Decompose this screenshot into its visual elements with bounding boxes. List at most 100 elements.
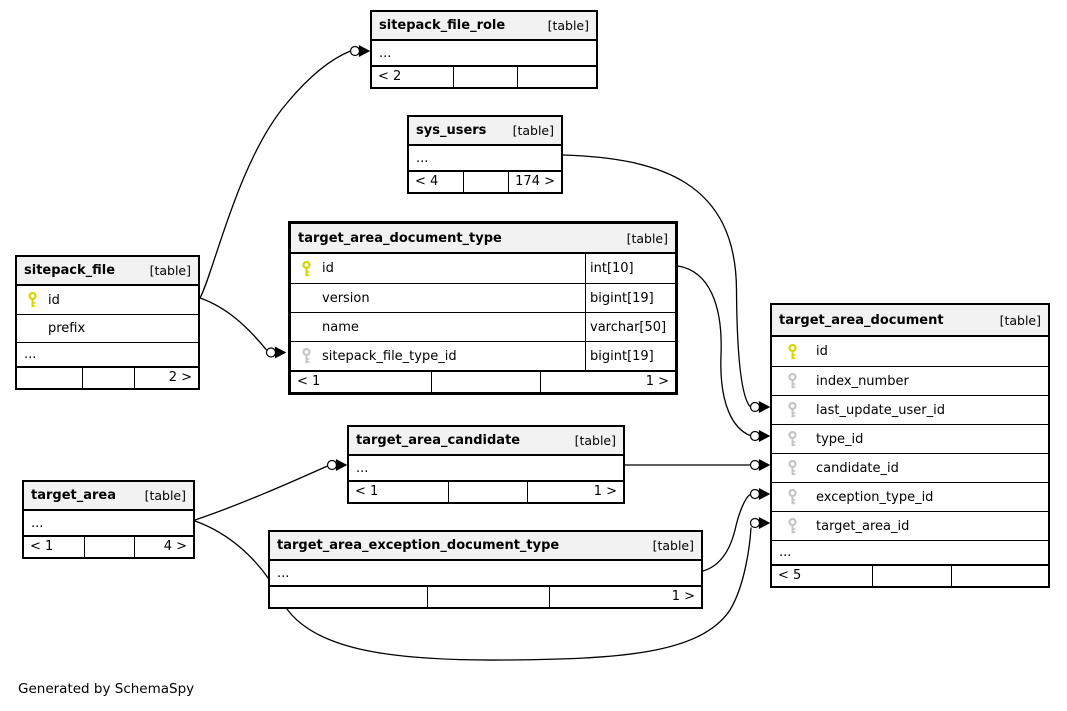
fk-arrow — [758, 517, 771, 529]
column-row-candidate_id: candidate_id — [772, 453, 1048, 482]
ellipsis-row: ... — [356, 460, 369, 476]
column-row-id: id — [772, 337, 1048, 366]
table-title[interactable]: target_area_document_type — [298, 230, 502, 246]
table-header[interactable]: target_area [table] — [24, 482, 193, 511]
fk-circle — [749, 517, 761, 529]
table-title[interactable]: sys_users — [416, 123, 487, 138]
column-row-sitepack_file_type_id: sitepack_file_type_id bigint[19] — [291, 341, 675, 370]
edge-area-to-document — [194, 520, 752, 661]
fk-circle — [749, 488, 761, 500]
table-target_area_exception_document_type[interactable]: target_area_exception_document_type [tab… — [268, 530, 703, 609]
table-sitepack_file[interactable]: sitepack_file [table] id prefix ... 2 > — [15, 255, 200, 390]
table-title[interactable]: target_area_exception_document_type — [277, 538, 560, 553]
column-name: prefix — [48, 321, 86, 336]
fk-circle — [749, 459, 761, 471]
table-target_area_document_type[interactable]: target_area_document_type [table] id int… — [288, 221, 678, 395]
table-sys_users[interactable]: sys_users [table] ... < 4 174 > — [407, 115, 563, 194]
fk-arrow — [335, 459, 348, 471]
column-type: bigint[19] — [585, 284, 675, 312]
column-row-prefix: prefix — [17, 314, 198, 342]
column-name: exception_type_id — [816, 489, 934, 505]
column-row-name: name varchar[50] — [291, 312, 675, 341]
fk-circle — [749, 401, 761, 413]
column-row-target_area_id: target_area_id — [772, 511, 1048, 540]
footer-cell — [427, 587, 549, 607]
footer-cell — [463, 172, 508, 192]
column-row-index_number: index_number — [772, 366, 1048, 395]
column-name: id — [322, 261, 334, 276]
table-header[interactable]: sitepack_file_role [table] — [372, 12, 596, 41]
primary-key-icon — [25, 292, 39, 308]
table-footer: < 1 4 > — [24, 535, 193, 557]
table-title[interactable]: sitepack_file_role — [379, 18, 506, 33]
table-sitepack_file_role[interactable]: sitepack_file_role [table] ... < 2 — [370, 10, 598, 89]
ellipsis-row: ... — [17, 342, 198, 366]
column-row-exception_type_id: exception_type_id — [772, 482, 1048, 511]
footer-cell: 2 > — [134, 368, 198, 388]
table-title[interactable]: sitepack_file — [24, 263, 116, 278]
column-name: type_id — [816, 431, 864, 447]
edge-file-to-doctype — [199, 297, 268, 351]
table-tag: [table] — [547, 18, 589, 33]
column-name: target_area_id — [816, 518, 910, 534]
footer-cell — [81, 368, 135, 388]
footer-cell: 1 > — [548, 587, 701, 607]
edge-area-to-candidate — [194, 465, 328, 521]
column-name: last_update_user_id — [816, 402, 945, 418]
column-name: version — [322, 290, 370, 306]
footer-cell: < 4 — [415, 174, 439, 189]
ellipsis-row: ... — [379, 45, 392, 61]
table-target_area_candidate[interactable]: target_area_candidate [table] ... < 1 1 … — [347, 425, 625, 504]
column-row-id: id int[10] — [291, 254, 675, 283]
column-type: bigint[19] — [585, 342, 675, 370]
table-tag: [table] — [999, 312, 1041, 328]
table-tag: [table] — [652, 538, 694, 553]
foreign-key-icon — [299, 348, 313, 364]
table-target_area[interactable]: target_area [table] ... < 1 4 > — [22, 480, 195, 559]
foreign-key-icon — [784, 431, 800, 447]
table-tag: [table] — [149, 263, 191, 278]
table-footer: 2 > — [17, 366, 198, 388]
foreign-key-icon — [784, 402, 800, 418]
table-header[interactable]: target_area_document_type [table] — [291, 224, 675, 254]
table-header[interactable]: target_area_document [table] — [772, 305, 1048, 337]
foreign-key-icon — [784, 489, 800, 505]
primary-key-icon — [299, 260, 313, 277]
footer-cell: < 1 — [355, 484, 379, 499]
table-title[interactable]: target_area_candidate — [356, 433, 521, 448]
column-row-id: id — [17, 286, 198, 314]
foreign-key-icon — [784, 373, 800, 389]
edge-exception-to-document — [702, 493, 751, 572]
table-header[interactable]: sitepack_file [table] — [17, 257, 198, 286]
table-header[interactable]: target_area_exception_document_type [tab… — [270, 532, 701, 561]
table-title[interactable]: target_area — [31, 488, 117, 503]
column-row-version: version bigint[19] — [291, 283, 675, 312]
foreign-key-icon — [784, 460, 800, 476]
column-name: candidate_id — [816, 460, 899, 476]
primary-key-icon — [784, 343, 800, 360]
fk-circle — [265, 347, 277, 358]
table-header[interactable]: target_area_candidate [table] — [349, 427, 623, 456]
footer-cell: 4 > — [133, 537, 193, 557]
table-header[interactable]: sys_users [table] — [409, 117, 561, 146]
column-name: index_number — [816, 373, 909, 389]
footer-cell: < 1 — [297, 374, 321, 389]
footer-cell — [430, 372, 540, 392]
ellipsis-row: ... — [416, 150, 429, 166]
table-title[interactable]: target_area_document — [779, 312, 944, 328]
column-type: varchar[50] — [585, 313, 675, 341]
ellipsis-row: ... — [277, 565, 290, 581]
table-target_area_document[interactable]: target_area_document [table] id — [770, 303, 1050, 588]
fk-arrow — [758, 401, 771, 413]
edge-sysusers-to-document — [562, 154, 751, 407]
table-footer: 1 > — [270, 585, 701, 607]
foreign-key-icon — [784, 518, 800, 534]
fk-circle — [349, 45, 361, 57]
edge-file-to-role — [199, 50, 351, 299]
column-name: sitepack_file_type_id — [322, 348, 457, 364]
edge-doctype-to-document — [677, 265, 751, 437]
footer-cell — [270, 587, 427, 607]
fk-circle — [326, 459, 338, 471]
